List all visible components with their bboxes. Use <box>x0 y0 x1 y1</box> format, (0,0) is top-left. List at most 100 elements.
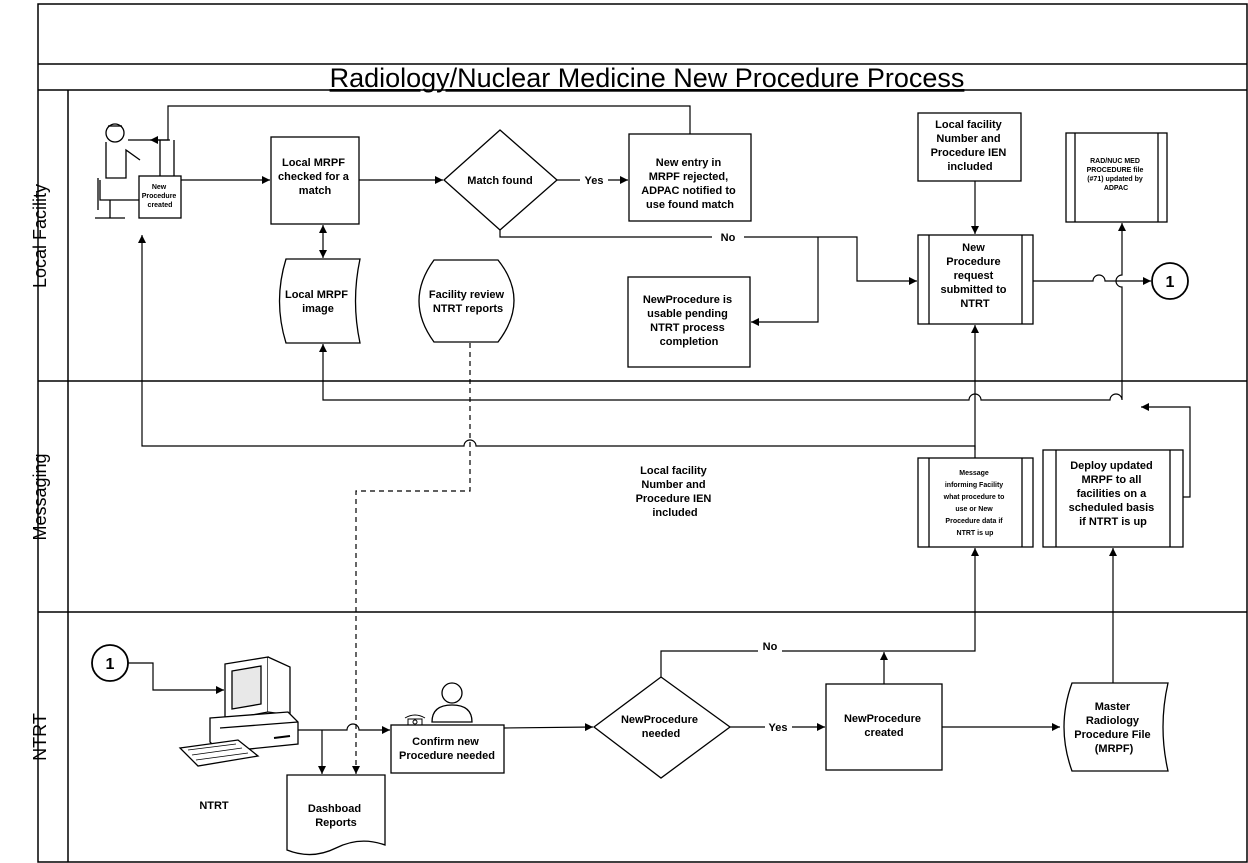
svg-text:NewProcedure needed: NewProcedure needed <box>621 714 701 740</box>
new-procedure-needed-decision: NewProcedure needed <box>592 676 732 779</box>
node-line: request <box>954 270 994 282</box>
card-line: Procedure <box>142 193 177 200</box>
node-line: Message <box>959 470 989 477</box>
node-line: NTRT process <box>650 322 725 334</box>
edge <box>150 105 691 144</box>
node-line: MRPF to all <box>1082 474 1142 486</box>
node-line: if NTRT is up <box>1079 516 1147 528</box>
edge <box>1141 403 1191 498</box>
node-line: usable pending <box>647 308 728 320</box>
edge <box>138 235 976 450</box>
node-line: PROCEDURE file <box>1087 167 1144 174</box>
node-line: NTRT is up <box>957 530 994 537</box>
node-line: Master <box>1095 701 1131 713</box>
ntrt-computer-label: NTRT <box>199 800 229 812</box>
node-line: (MRPF) <box>1095 743 1134 755</box>
node-line: New entry in <box>656 157 722 169</box>
review-dashed-line <box>352 343 471 774</box>
master-mrpf-storage: Master Radiology Procedure File (MRPF) <box>1063 682 1169 772</box>
node-line: Local facility <box>640 465 708 477</box>
node-line: Reports <box>315 817 357 829</box>
node-line: RAD/NUC MED <box>1090 158 1140 165</box>
node-line: NTRT reports <box>433 303 503 315</box>
connector-label: 1 <box>1166 274 1175 291</box>
svg-text:Local facility Number an: Local facility Number and Procedure IEN … <box>636 465 715 519</box>
svg-text:Facility review NTRT rep: Facility review NTRT reports <box>429 289 507 315</box>
computer-icon <box>178 656 299 767</box>
edge-label-no-top: No <box>721 232 736 244</box>
edge <box>319 344 1123 401</box>
new-procedure-usable-box: NewProcedure is usable pending NTRT proc… <box>627 276 751 368</box>
node-line: created <box>864 727 903 739</box>
swimlane-frame <box>37 3 1248 863</box>
node-line: NewProcedure <box>621 714 698 726</box>
node-line: NTRT <box>960 298 990 310</box>
local-mrpf-check-box: Local MRPF checked for a match <box>270 136 360 225</box>
node-line: checked for a <box>278 171 350 183</box>
node-line: scheduled basis <box>1069 502 1155 514</box>
svg-text:RAD/NUC MED PROCEDURE fi: RAD/NUC MED PROCEDURE file (#71) updated… <box>1087 158 1146 192</box>
node-line: Procedure IEN <box>636 493 712 505</box>
dashboard-reports-document: Dashboad Reports <box>286 774 386 856</box>
lane-label-messaging: Messaging <box>30 453 50 540</box>
node-line: informing Facility <box>945 482 1003 489</box>
new-procedure-created-card: New Procedure created <box>138 175 182 219</box>
edge <box>128 662 224 694</box>
node-line: Number and <box>936 133 1000 145</box>
svg-text:Local MRPF checked for a: Local MRPF checked for a match <box>278 157 352 197</box>
lane-label-local-facility: Local Facility <box>30 184 50 288</box>
connector-1-ntrt: 1 <box>91 644 129 682</box>
node-line: use or New <box>955 506 993 513</box>
node-line: submitted to <box>940 284 1006 296</box>
facility-review-display: Facility review NTRT reports <box>418 259 515 343</box>
new-procedure-request-box: New Procedure request submitted to NTRT <box>917 234 1034 325</box>
edge <box>660 650 758 677</box>
node-line: Procedure needed <box>399 750 495 762</box>
message-informing-facility-box: Message informing Facility what procedur… <box>917 457 1034 548</box>
node-line: Radiology <box>1086 715 1140 727</box>
node-line: Facility review <box>429 289 505 301</box>
node-line: Procedure File <box>1074 729 1150 741</box>
edge <box>782 548 979 652</box>
svg-text:New Procedure requ: New Procedure request submitted to NTRT <box>940 242 1009 310</box>
node-line: image <box>302 303 334 315</box>
svg-text:NewProcedure created: NewProcedure created <box>844 713 924 739</box>
svg-text:Local MRPF image: Local MRPF image <box>285 289 351 315</box>
node-line: completion <box>660 336 719 348</box>
edge <box>503 723 594 732</box>
node-line: Local facility <box>935 119 1003 131</box>
node-line: NewProcedure is <box>643 294 732 306</box>
node-line: what procedure to <box>943 494 1005 501</box>
node-line: included <box>652 507 697 519</box>
local-facility-number-mid-text: Local facility Number and Procedure IEN … <box>636 465 715 519</box>
node-line: Local MRPF <box>285 289 348 301</box>
node-line: (#71) updated by <box>1087 176 1143 183</box>
card-line: New <box>152 184 167 191</box>
new-procedure-created-box: NewProcedure created <box>825 683 943 771</box>
edge-label-no-bottom: No <box>763 641 778 653</box>
lane-label-ntrt: NTRT <box>30 713 50 761</box>
edge-label-yes-top: Yes <box>585 175 604 187</box>
flow-connectors <box>128 105 1191 774</box>
svg-text:New entry in MRPF reject: New entry in MRPF rejected, ADPAC notifi… <box>641 157 739 211</box>
edge-label-yes-bottom: Yes <box>769 722 788 734</box>
node-line: MRPF rejected, <box>649 171 728 183</box>
edge <box>499 230 712 238</box>
local-mrpf-image-storage: Local MRPF image <box>278 258 361 344</box>
svg-text:Deploy updated MRPF to a: Deploy updated MRPF to all facilities on… <box>1069 460 1158 528</box>
node-line: ADPAC <box>1104 185 1128 192</box>
radnuc-procedure-file-box: RAD/NUC MED PROCEDURE file (#71) updated… <box>1065 132 1168 223</box>
edge <box>1033 274 1151 285</box>
confirm-new-procedure-box: Confirm new Procedure needed <box>390 724 505 774</box>
node-line: Dashboad <box>308 803 361 815</box>
svg-text:Confirm new Procedure ne: Confirm new Procedure needed <box>399 736 495 762</box>
edge <box>298 723 390 734</box>
svg-text:Master Radiology P: Master Radiology Procedure File (MRPF) <box>1074 701 1153 755</box>
new-entry-rejected-box: New entry in MRPF rejected, ADPAC notifi… <box>628 133 752 222</box>
person-at-desk-icon <box>95 123 175 219</box>
node-line: Deploy updated <box>1070 460 1153 472</box>
node-line: included <box>947 161 992 173</box>
deploy-updated-mrpf-box: Deploy updated MRPF to all facilities on… <box>1042 449 1184 548</box>
local-facility-number-top-box: Local facility Number and Procedure IEN … <box>917 112 1022 182</box>
